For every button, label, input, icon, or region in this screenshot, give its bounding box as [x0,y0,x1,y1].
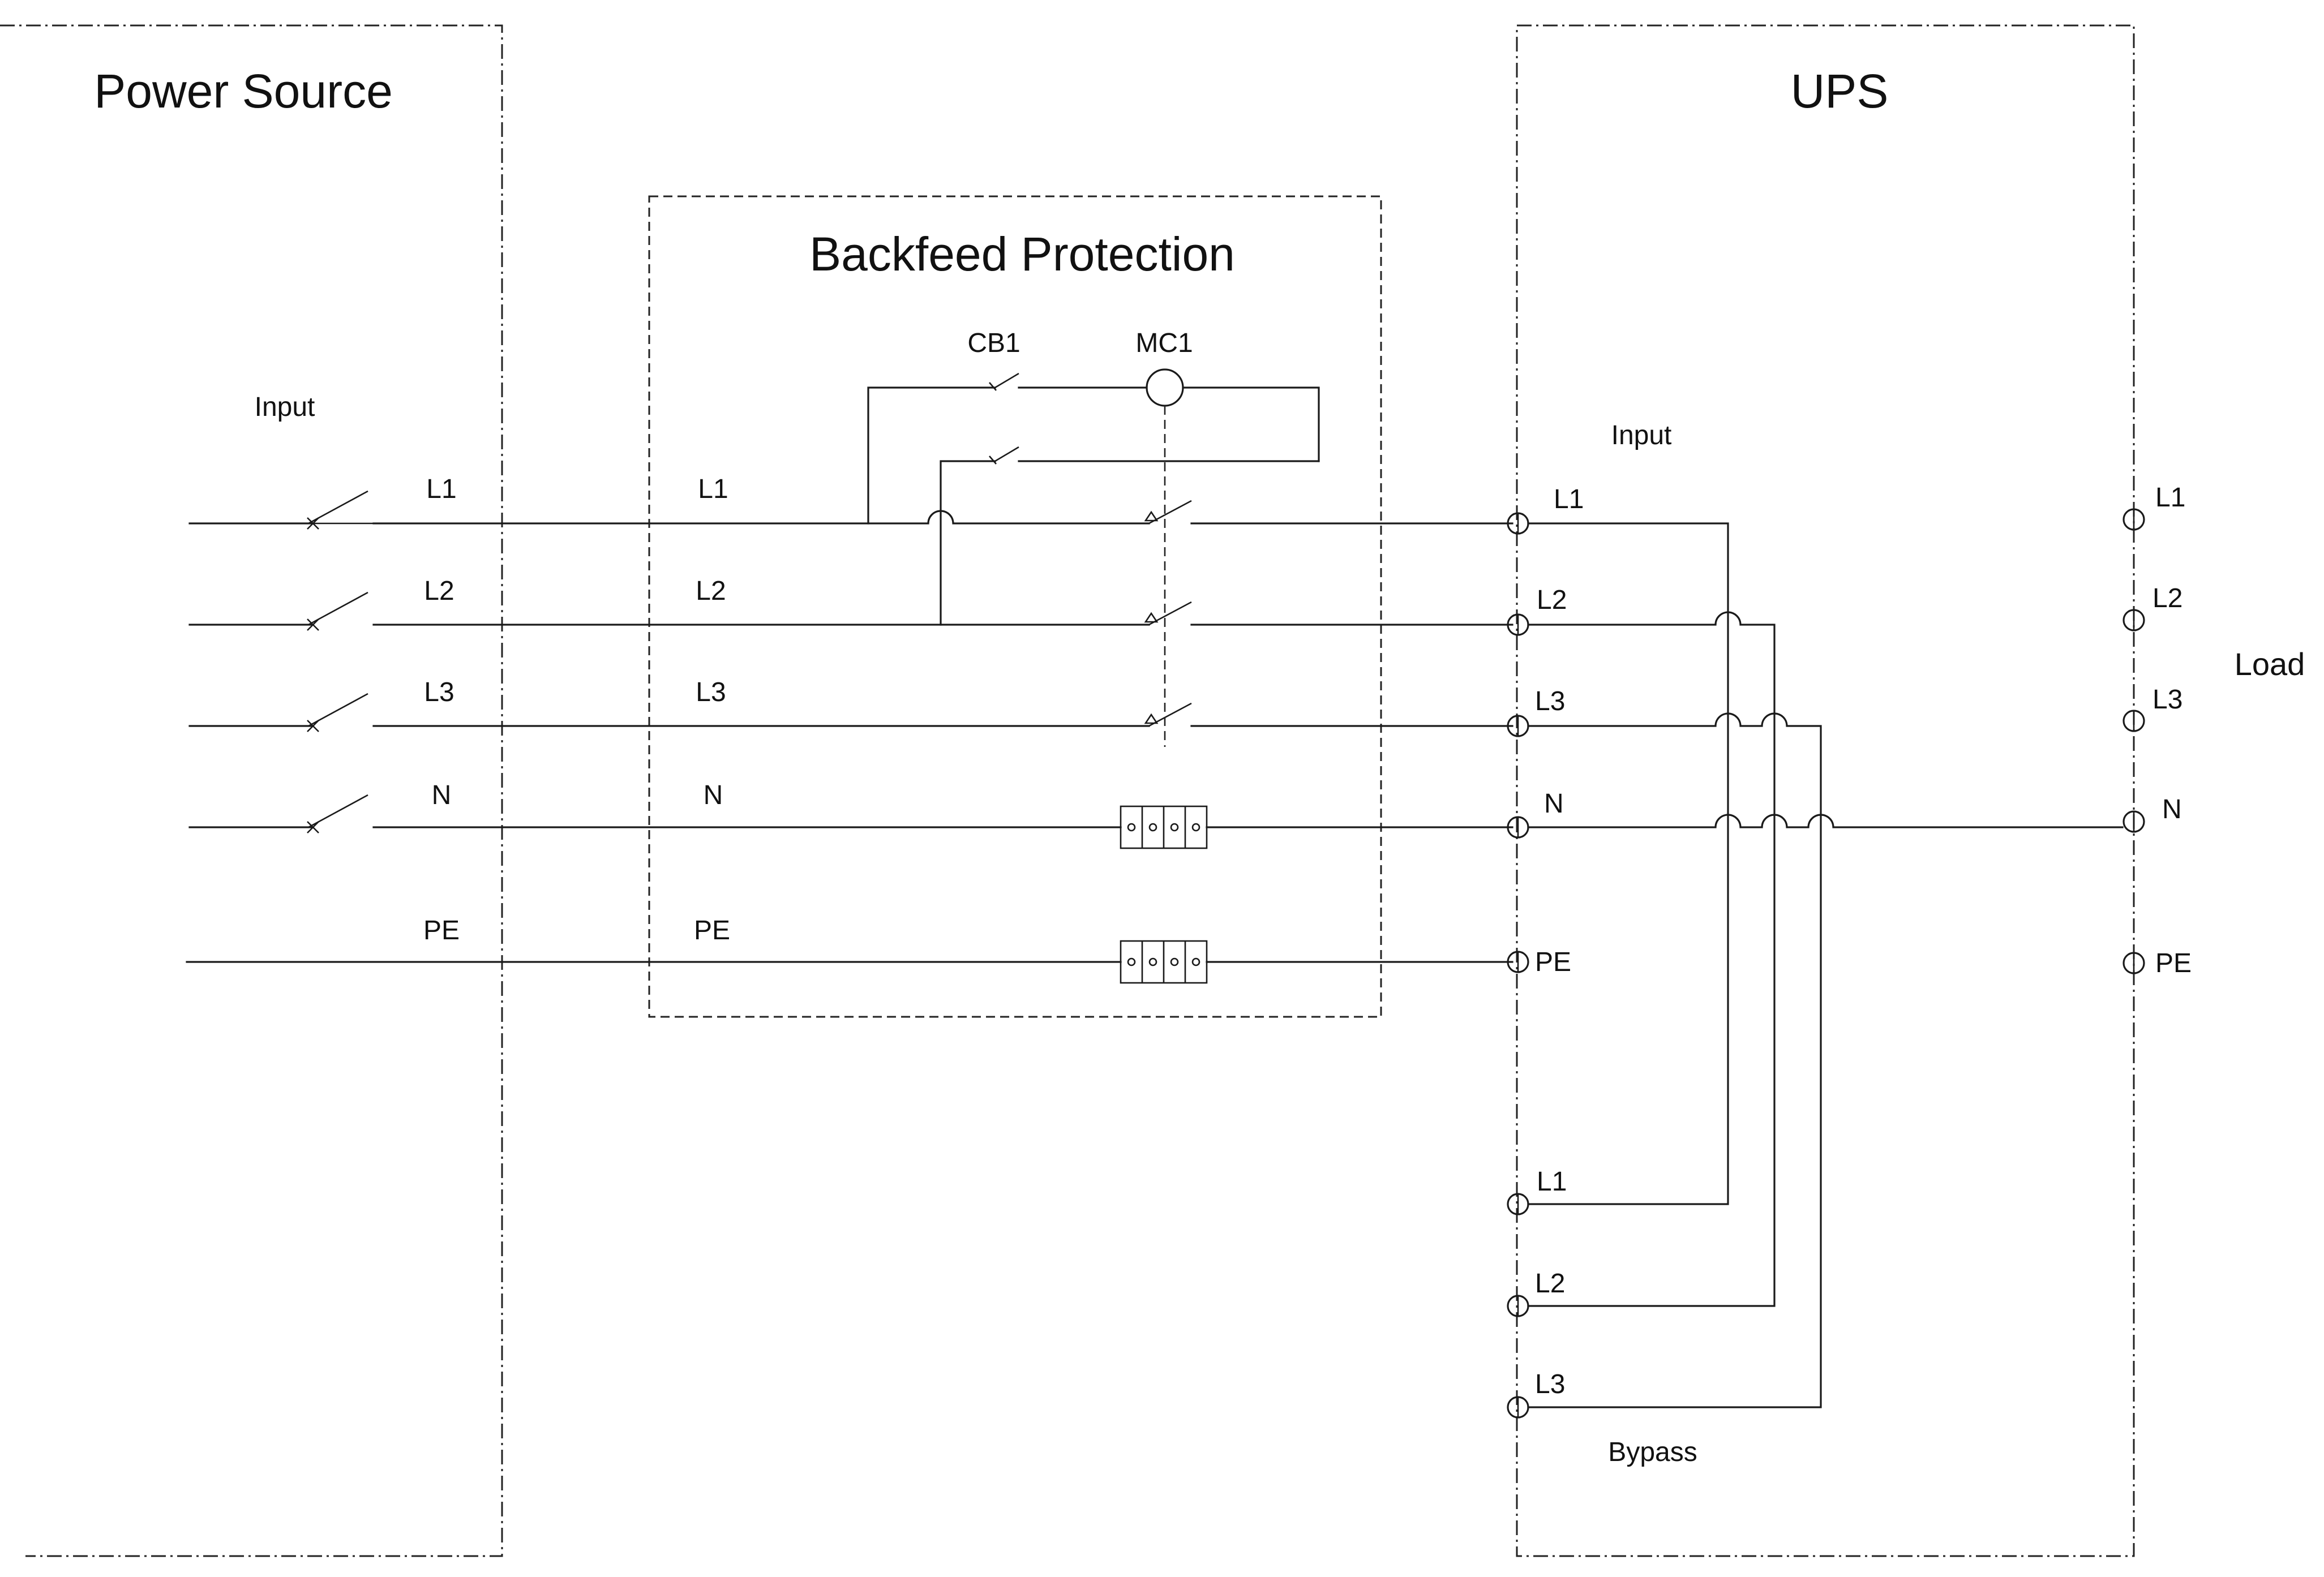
ups-in-n: N [1544,789,1564,819]
ps-label-pe: PE [423,916,460,946]
bf-label-n: N [704,780,723,810]
cb1-aux-contact [989,446,1320,465]
ups-bypass-label: Bypass [1608,1437,1697,1467]
ups-bp-l1: L1 [1537,1167,1567,1197]
ups-input-terminals: Input L1 L2 L3 N PE [1507,420,1672,977]
power-source-input: Input L1 L2 L3 N PE [188,392,460,946]
ups-bypass-wiring [1527,522,2124,1408]
ps-label-n: N [432,780,452,810]
ups-bp-l3: L3 [1535,1369,1565,1399]
ups-out-l2: L2 [2153,583,2182,613]
mc1-main-contacts [1144,500,1513,727]
bf-label-pe: PE [694,916,730,946]
ups-bp-l2: L2 [1535,1269,1565,1299]
ups-out-n: N [2162,794,2182,824]
bf-label-l1: L1 [698,474,728,504]
ups-out-l3: L3 [2153,685,2182,715]
ups-in-pe: PE [1535,947,1571,977]
ps-label-l2: L2 [424,576,454,606]
main-wires [186,510,1150,963]
ups-output-terminals: L1 L2 L3 N PE Load [2123,483,2305,978]
power-source-input-label: Input [255,392,315,422]
mc1-coil [1146,368,1184,407]
bf-label-l2: L2 [696,576,726,606]
ups-out-pe: PE [2155,948,2192,978]
ups-in-l2: L2 [1537,585,1567,615]
power-source-box: Power Source [0,24,503,1557]
load-label: Load [2235,646,2305,682]
ups-out-l1: L1 [2155,483,2185,513]
backfeed-protection-title: Backfeed Protection [809,227,1235,281]
terminal-block-pe [1120,940,1208,984]
ups-in-l3: L3 [1535,686,1565,716]
ps-label-l1: L1 [426,474,456,504]
ups-input-label: Input [1611,420,1672,450]
bf-label-l3: L3 [696,677,726,707]
terminal-block-n [1120,805,1208,849]
cb1-breaker [989,372,1148,391]
backfeed-internals: L1 L2 L3 N PE CB1 MC1 [694,328,1513,984]
backfeed-protection-box: Backfeed Protection [648,195,1382,1018]
ups-box: UPS [1516,24,2135,1557]
cb1-label: CB1 [967,328,1020,358]
ups-title: UPS [1791,65,1889,118]
ps-label-l3: L3 [424,677,454,707]
power-source-title: Power Source [94,65,393,118]
mc1-label: MC1 [1135,328,1193,358]
ups-in-l1: L1 [1554,484,1584,514]
ups-bypass-terminals: L1 L2 L3 Bypass [1507,1167,1697,1467]
